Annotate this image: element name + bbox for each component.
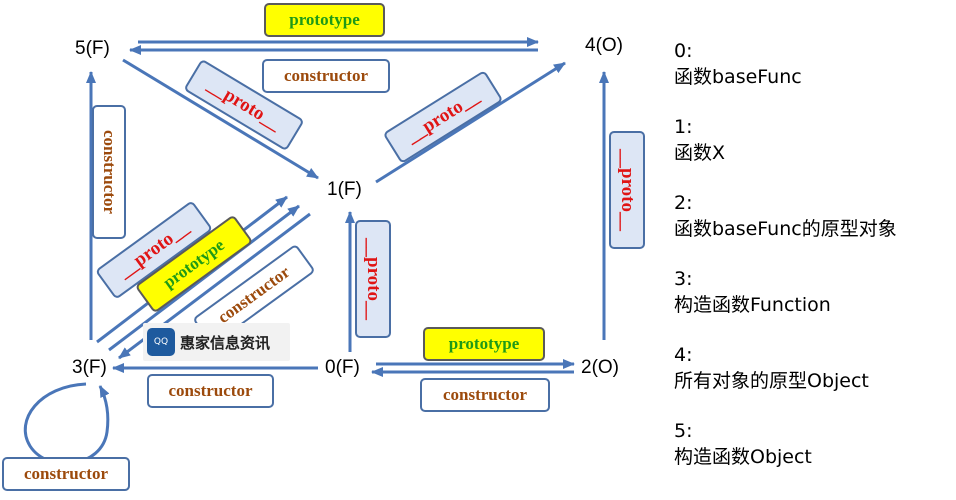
edge-3-3-constructor [23,382,110,466]
legend-desc: 函数baseFunc [674,66,802,88]
node-3: 3(F) [72,357,107,378]
watermark-logo-icon: QQ [147,328,175,356]
legend-item-1: 1: 函数X [674,114,944,190]
node-4: 4(O) [585,35,623,56]
edge-5-1-proto [122,58,319,180]
legend-item-4: 4: 所有对象的原型Object [674,342,944,418]
legend: 0: 函数baseFunc 1: 函数X 2: 函数baseFunc的原型对象 … [674,38,944,494]
watermark-text: 惠家信息资讯 [180,333,271,352]
legend-key: 5: [674,420,693,442]
node-1: 1(F) [327,179,362,200]
label-constructor-2-0: constructor [420,378,550,412]
label-constructor-0-3: constructor [147,374,274,408]
legend-key: 0: [674,40,693,62]
legend-desc: 构造函数Function [674,294,831,316]
edge-1-4-proto [375,61,566,184]
label-proto-2-4: __proto__ [609,131,645,249]
legend-desc: 所有对象的原型Object [674,370,869,392]
watermark: QQ 惠家信息资讯 [143,323,290,361]
label-prototype-5-4: prototype [264,3,385,37]
legend-desc: 构造函数Object [674,446,812,468]
legend-key: 2: [674,192,693,214]
edge-3-1-prototype [108,204,300,352]
legend-desc: 函数baseFunc的原型对象 [674,218,897,240]
legend-key: 3: [674,268,693,290]
legend-item-2: 2: 函数baseFunc的原型对象 [674,190,944,266]
label-constructor-3-5: constructor [92,105,126,239]
legend-item-0: 0: 函数baseFunc [674,38,944,114]
node-0: 0(F) [325,357,360,378]
legend-key: 1: [674,116,693,138]
legend-key: 4: [674,344,693,366]
label-proto-0-1: __proto__ [355,220,391,338]
legend-desc: 函数X [674,142,726,164]
node-2: 2(O) [581,357,619,378]
label-constructor-4-5: constructor [262,59,390,93]
label-constructor-3-3: constructor [2,457,130,491]
node-5: 5(F) [75,38,110,59]
legend-item-5: 5: 构造函数Object [674,418,944,494]
legend-item-3: 3: 构造函数Function [674,266,944,342]
label-prototype-0-2: prototype [423,327,545,361]
